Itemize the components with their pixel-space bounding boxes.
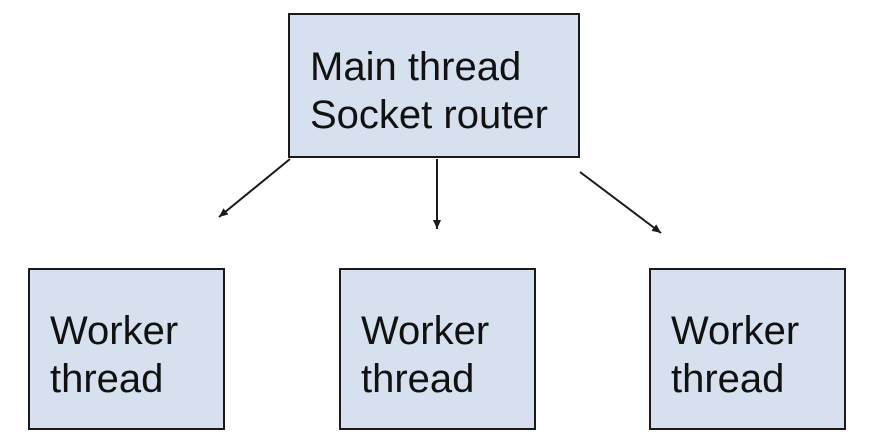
worker-label-line1: Worker (361, 309, 490, 353)
socket-router-label: Socket router (310, 93, 548, 137)
main-thread-node: Main thread Socket router (288, 13, 580, 158)
worker-thread-node: Worker thread (339, 268, 536, 430)
worker-label-line2: thread (361, 357, 475, 401)
arrow-to-worker-3 (579, 171, 662, 234)
worker-label-line2: thread (671, 357, 785, 401)
worker-thread-node: Worker thread (28, 268, 225, 430)
worker-label-line1: Worker (671, 309, 800, 353)
worker-label-line1: Worker (50, 309, 179, 353)
worker-thread-node: Worker thread (649, 268, 846, 430)
worker-label-line2: thread (50, 357, 164, 401)
main-thread-label: Main thread (310, 45, 522, 89)
arrow-to-worker-1 (218, 158, 291, 218)
